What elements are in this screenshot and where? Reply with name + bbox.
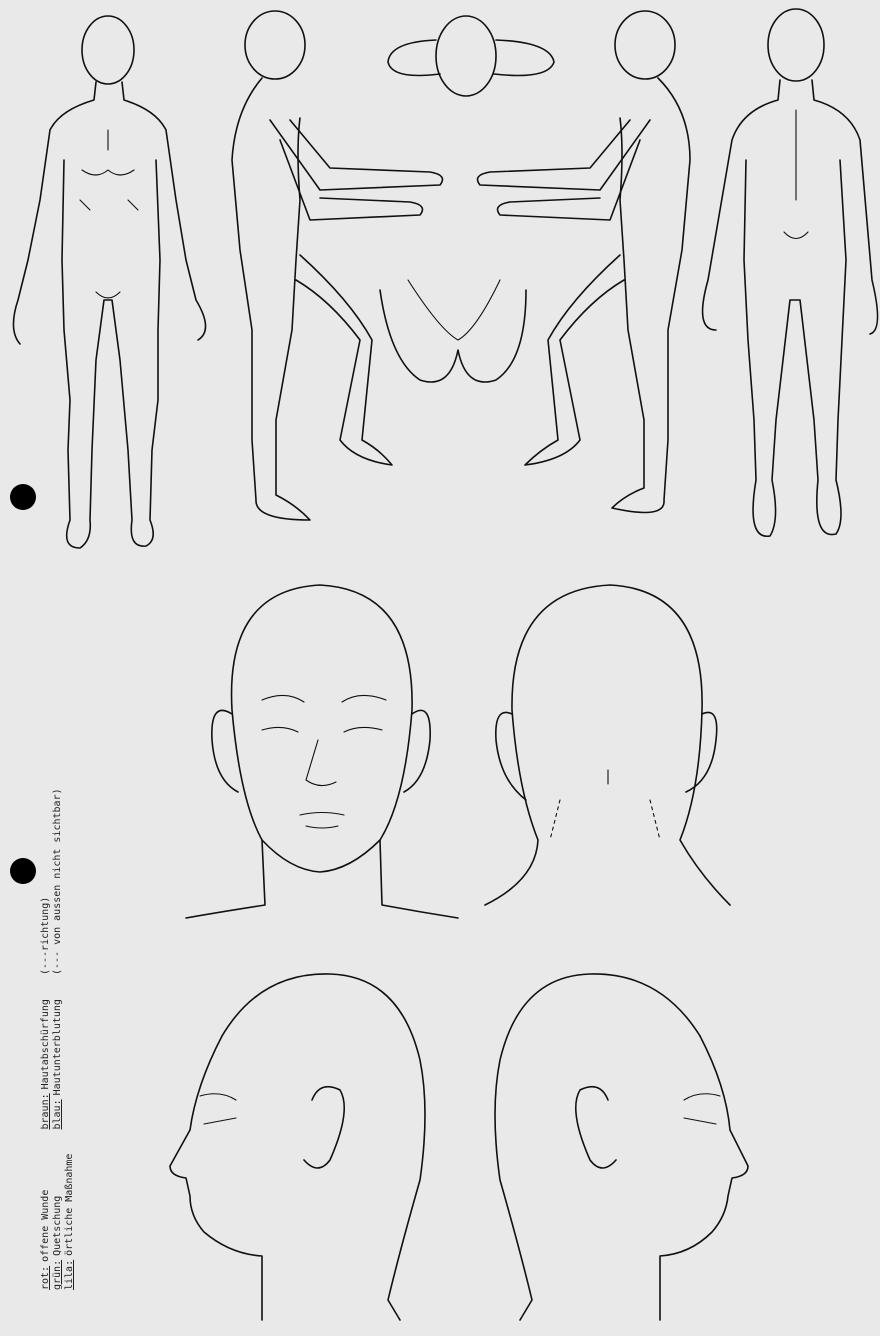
front-body-figure xyxy=(13,16,205,548)
color-legend: rot:offene Wunde grün:Quetschung lila:ör… xyxy=(40,690,100,1290)
legend-item: grün:Quetschung xyxy=(52,1154,64,1290)
left-profile-head xyxy=(170,974,425,1320)
back-head-figure xyxy=(485,585,730,905)
front-head-figure xyxy=(186,585,458,918)
side-body-figure-left xyxy=(478,11,690,513)
legend-column-2: braun:Hautabschürfung blau:Hautunterblut… xyxy=(40,999,64,1129)
legend-column-1: rot:offene Wunde grün:Quetschung lila:ör… xyxy=(40,1154,76,1290)
side-body-figure-right xyxy=(232,11,442,520)
top-view-head xyxy=(388,16,554,96)
legend-item: lila:örtliche Maßnahme xyxy=(64,1154,76,1290)
legend-item: blau:Hautunterblutung xyxy=(52,999,64,1129)
legend-item: rot:offene Wunde xyxy=(40,1154,52,1290)
back-body-figure xyxy=(703,9,878,536)
right-profile-head xyxy=(495,974,748,1320)
legend-column-3: (---richtung) (--- von aussen nicht sich… xyxy=(40,788,64,975)
legend-note: (--- von aussen nicht sichtbar) xyxy=(52,788,64,975)
crotch-view xyxy=(380,280,526,382)
legend-note: (---richtung) xyxy=(40,788,52,975)
legend-item: braun:Hautabschürfung xyxy=(40,999,52,1129)
